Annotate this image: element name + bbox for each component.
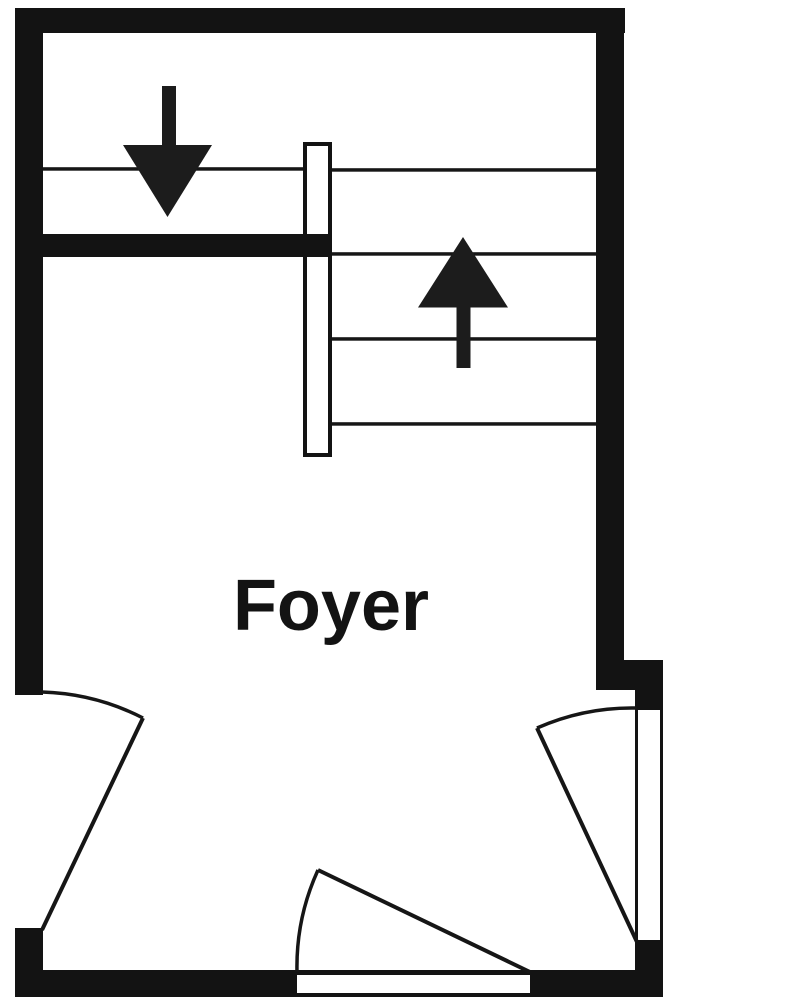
left-door-leaf [40,717,145,931]
stair-stringer-core [307,146,328,453]
up-arrow-head [418,237,508,308]
right-wall-step [596,660,663,690]
down-arrow-head [123,145,212,217]
door-openings [18,695,660,993]
left-door-opening [18,695,40,928]
right-door-opening [638,710,660,940]
up-arrow-stem [456,307,471,368]
bottom-door [295,868,531,974]
walls [15,8,663,997]
stair-tread-line [332,422,596,426]
right-wall-upper [596,8,624,690]
left-door-swing-arc [41,690,144,720]
stairs-down-arrow-icon [123,86,212,217]
door-swings [40,690,639,974]
room-label-foyer: Foyer [233,566,429,646]
bottom-door-opening [297,975,530,993]
bottom-door-swing-arc [295,869,320,973]
right-door-swing-arc [536,706,638,730]
right-door [535,706,639,943]
left-wall-upper [15,8,43,695]
stair-half-wall [43,234,332,257]
bottom-door-leaf [317,868,531,974]
left-door [40,690,145,931]
stair-arrows [123,86,508,368]
staircase [43,142,596,457]
stairs-up-arrow-icon [418,237,508,368]
stair-tread-line [332,168,596,172]
down-arrow-stem [162,86,176,146]
right-door-leaf [535,727,639,943]
top-wall [15,8,625,33]
